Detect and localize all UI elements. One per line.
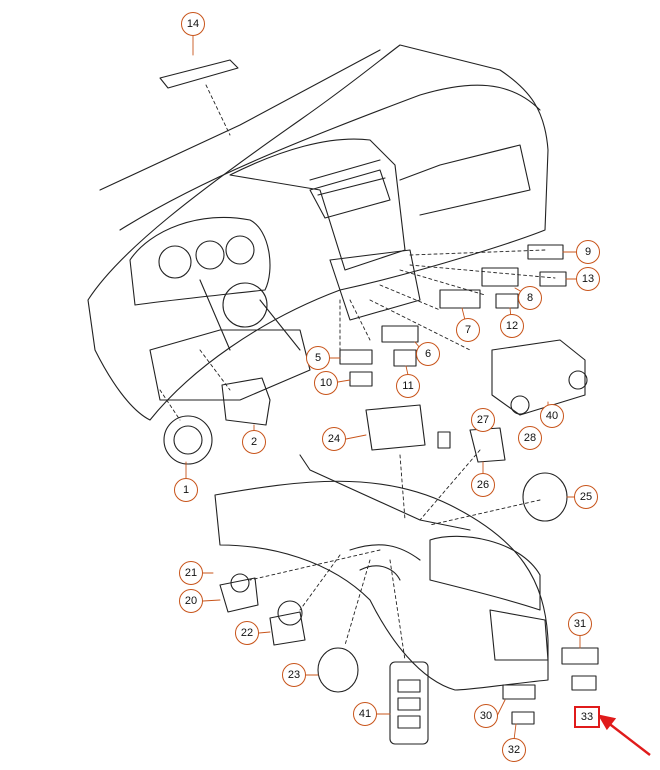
part-41 <box>389 661 429 745</box>
part-31 <box>561 647 599 665</box>
part-9 <box>527 244 564 260</box>
part-1 <box>163 415 213 465</box>
callout-14: 14 <box>181 12 205 36</box>
part-11 <box>393 349 417 367</box>
callout-12: 12 <box>500 314 524 338</box>
part-32 <box>511 711 535 725</box>
callout-1: 1 <box>174 478 198 502</box>
callout-7: 7 <box>456 318 480 342</box>
callout-5: 5 <box>306 346 330 370</box>
callout-24: 24 <box>322 427 346 451</box>
callout-28: 28 <box>518 426 542 450</box>
part-23 <box>317 647 359 693</box>
part-14 <box>159 59 239 89</box>
callout-40: 40 <box>540 404 564 428</box>
part-22 <box>269 611 306 646</box>
part-10 <box>349 371 373 387</box>
part-40 <box>491 339 586 416</box>
callout-31: 31 <box>568 612 592 636</box>
part-6 <box>381 325 419 343</box>
part-2 <box>221 377 271 426</box>
callout-11: 11 <box>396 374 420 398</box>
console-outline <box>214 480 549 691</box>
part-12 <box>495 293 519 309</box>
part-5 <box>339 349 373 365</box>
part-20 <box>219 577 259 613</box>
callout-22: 22 <box>235 621 259 645</box>
part-25 <box>522 472 568 522</box>
part-8 <box>481 267 519 287</box>
callout-6: 6 <box>416 342 440 366</box>
part-26 <box>469 427 506 463</box>
part-33 <box>571 675 597 691</box>
callout-10: 10 <box>314 371 338 395</box>
callout-8: 8 <box>518 286 542 310</box>
callout-13: 13 <box>576 267 600 291</box>
callout-33-highlighted: 33 <box>574 706 600 728</box>
part-13 <box>539 271 567 287</box>
highlight-arrow <box>597 714 651 756</box>
part-7 <box>439 289 481 309</box>
part-30 <box>502 684 536 700</box>
callout-25: 25 <box>574 485 598 509</box>
callout-23: 23 <box>282 663 306 687</box>
callout-9: 9 <box>576 240 600 264</box>
callout-20: 20 <box>179 589 203 613</box>
callout-41: 41 <box>353 702 377 726</box>
callout-2: 2 <box>242 430 266 454</box>
dashboard-outline <box>87 44 549 421</box>
callout-21: 21 <box>179 561 203 585</box>
callout-26: 26 <box>471 473 495 497</box>
callout-32: 32 <box>502 738 526 762</box>
callout-27: 27 <box>471 408 495 432</box>
part-24 <box>365 404 426 451</box>
callout-30: 30 <box>474 704 498 728</box>
